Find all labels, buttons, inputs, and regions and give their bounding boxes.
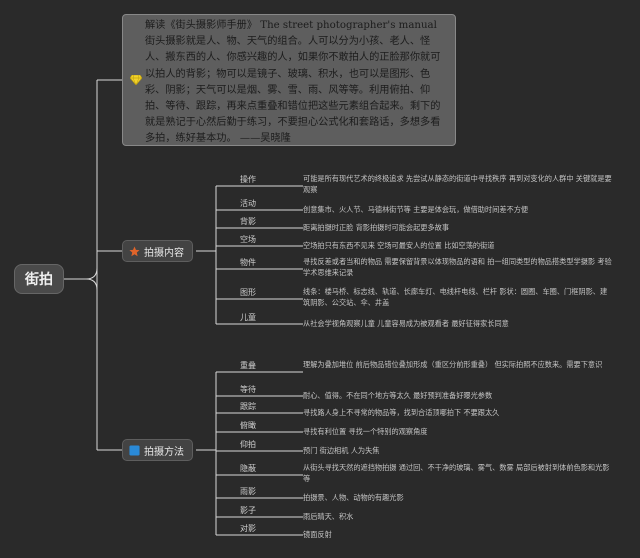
branch-shooting-content[interactable]: 拍摄内容 bbox=[122, 240, 193, 262]
branch-shooting-method[interactable]: 拍摄方法 bbox=[122, 439, 193, 461]
leaf-label[interactable]: 跟踪 bbox=[240, 402, 256, 411]
leaf-label[interactable]: 儿童 bbox=[240, 313, 256, 322]
leaf-label[interactable]: 隐蔽 bbox=[240, 464, 256, 473]
leaf-label[interactable]: 等待 bbox=[240, 385, 256, 394]
root-node[interactable]: 街拍 bbox=[14, 264, 64, 294]
square-icon bbox=[129, 444, 140, 456]
leaf-description: 从街头寻找天然的遮挡物拍摄 通过回、不干净的玻璃、雾气、数雾 局部后被射到体前色… bbox=[303, 463, 610, 483]
leaf-label[interactable]: 影子 bbox=[240, 506, 256, 515]
note-card: 解读《街头摄影师手册》 The street photographer's ma… bbox=[122, 14, 456, 146]
leaf-description: 镜面反射 bbox=[303, 530, 332, 539]
leaf-label[interactable]: 背影 bbox=[240, 217, 256, 226]
leaf-label[interactable]: 物件 bbox=[240, 258, 256, 267]
leaf-label[interactable]: 俯瞰 bbox=[240, 421, 256, 430]
leaf-label[interactable]: 仰拍 bbox=[240, 440, 256, 449]
diamond-icon bbox=[130, 75, 142, 85]
branch-label: 拍摄方法 bbox=[144, 446, 184, 458]
leaf-description: 从社会学视角观察儿童 儿童容易成为被观看者 最好征得家长同意 bbox=[303, 319, 509, 328]
leaf-description: 预门 街边相机 人为失焦 bbox=[303, 446, 380, 455]
leaf-description: 拍摄景、人物、动物的有趣光影 bbox=[303, 493, 404, 502]
star-icon bbox=[129, 245, 140, 256]
leaf-description: 寻找路人身上不寻常的物品等，找到合适顶哪拍下 不要跟太久 bbox=[303, 408, 500, 417]
leaf-description: 距离拍摄时正脸 背影拍摄时可能会起更多故事 bbox=[303, 223, 450, 232]
leaf-description: 空场拍只有东西不见来 空场可最安人的位置 比如空荡的街道 bbox=[303, 241, 495, 250]
leaf-description: 线条：楼马桥、标志线、轨道、长廊车灯、电线杆电线、栏杆 影状：圆圈、车圈、门框阴… bbox=[303, 287, 608, 307]
leaf-label[interactable]: 雨影 bbox=[240, 487, 256, 496]
leaf-label[interactable]: 操作 bbox=[240, 175, 256, 184]
branch-label: 拍摄内容 bbox=[144, 247, 184, 259]
leaf-label[interactable]: 活动 bbox=[240, 199, 256, 208]
leaf-label[interactable]: 重叠 bbox=[240, 361, 256, 370]
leaf-label[interactable]: 图形 bbox=[240, 288, 256, 297]
leaf-description: 耐心、值得。不在同个地方等太久 最好预判准备好曝光参数 bbox=[303, 391, 493, 400]
leaf-description: 可能是所有现代艺术的终极追求 先尝试从静态的街道中寻找秩序 再到对变化的人群中 … bbox=[303, 174, 612, 194]
leaf-label[interactable]: 对影 bbox=[240, 524, 256, 533]
leaf-description: 寻找有利位置 寻找一个特别的观察角度 bbox=[303, 427, 428, 436]
leaf-description: 寻找反差或者当和的物品 需要保留背景以体现物品的语和 拍一组同类型的物品搭类型学… bbox=[303, 257, 612, 277]
leaf-label[interactable]: 空场 bbox=[240, 235, 256, 244]
leaf-description: 理解为叠加堆位 前后物品错位叠加形成（重区分前形重叠） 但实际拍照不应数来。需要… bbox=[303, 360, 603, 369]
leaf-description: 雨后晴天、积水 bbox=[303, 512, 354, 521]
root-label: 街拍 bbox=[25, 272, 53, 288]
leaf-description: 创意集市、火人节、马德林街节等 主要是体会玩，做借助时间差不方便 bbox=[303, 205, 529, 214]
note-text: 解读《街头摄影师手册》 The street photographer's ma… bbox=[145, 20, 441, 145]
